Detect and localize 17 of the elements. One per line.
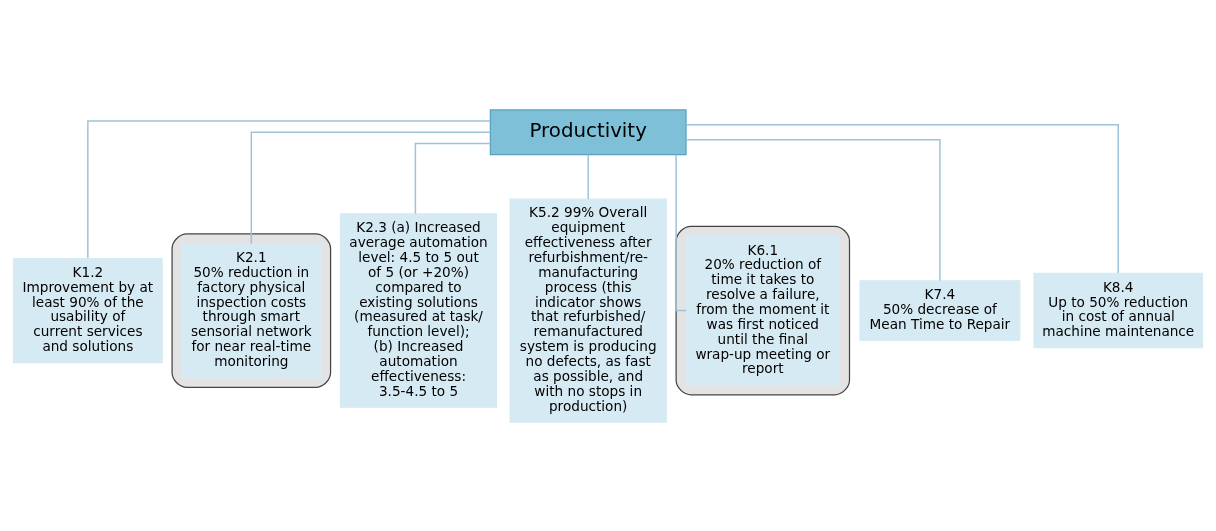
connector <box>414 142 491 215</box>
node-box: K5.2 99% Overall equipment effectiveness after refurbishment/re-manufacturing process (this indicator shows that refurbished/ remanufactured system is producing no defects, as fast as possible, and with no stops in production) <box>509 198 667 423</box>
cluster <box>171 232 332 388</box>
node-box: K2.1 50% reduction in factory physical inspection costs through smart sensorial network for near real-time monitoring <box>181 242 322 378</box>
connector <box>250 131 492 244</box>
connector <box>685 138 941 282</box>
connector <box>675 153 688 311</box>
cluster <box>675 225 851 395</box>
node-box: K6.1 20% reduction of time it takes to resolve a failure, from the moment it was first noticed until the final wrap-up meeting or report <box>686 235 840 385</box>
node-box: K7.4 50% decrease of Mean Time to Repair <box>859 279 1021 341</box>
node-box: K8.4 Up to 50% reduction in cost of annual machine maintenance <box>1033 272 1204 348</box>
connector <box>587 153 589 200</box>
node-box: K1.2 Improvement by at least 90% of the usability of current services and solutions <box>12 257 163 363</box>
node-box: Productivity <box>489 108 687 155</box>
connector <box>685 123 1119 274</box>
connector <box>87 119 491 259</box>
node-box: K2.3 (a) Increased average automation level: 4.5 to 5 out of 5 (or +20%) compared to existing solutions (measured at task/ function level); (b) Increased automation effectiveness: 3.5-4.5 to 5 <box>339 212 498 408</box>
